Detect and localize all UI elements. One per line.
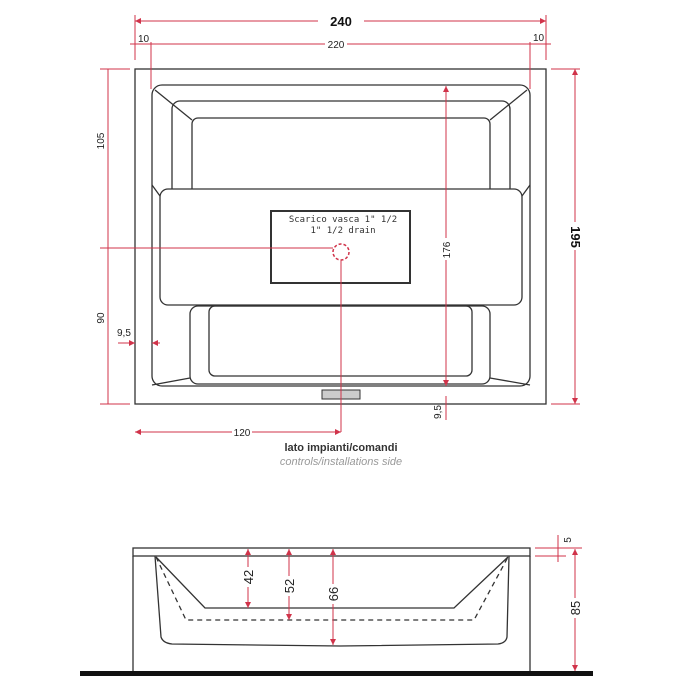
upper-basin xyxy=(171,100,511,197)
lower-basin xyxy=(189,305,491,385)
side-view: 42 52 66 5 85 xyxy=(80,535,593,676)
upper-basin-floor xyxy=(191,117,491,197)
dim-176: 176 xyxy=(442,241,453,258)
side-label-en: controls/installations side xyxy=(280,456,402,468)
drain-label-it: Scarico vasca 1" 1/2 xyxy=(289,215,397,225)
tub-floor-profile xyxy=(155,556,509,609)
drain-label-en: 1" 1/2 drain xyxy=(310,226,375,236)
tub-shell xyxy=(154,555,510,647)
dim-5: 5 xyxy=(563,537,574,543)
dim-90: 90 xyxy=(96,312,107,324)
dim-85: 85 xyxy=(568,601,583,615)
dim-66: 66 xyxy=(326,587,341,601)
dim-9-5-bottom: 9,5 xyxy=(433,405,444,419)
tub-rim-side xyxy=(132,547,531,557)
side-label-it: lato impianti/comandi xyxy=(284,442,397,454)
dim-105: 105 xyxy=(96,132,107,149)
dim-9-5-side: 9,5 xyxy=(117,328,131,339)
dim-120: 120 xyxy=(234,428,251,439)
dim-10-left: 10 xyxy=(138,34,150,45)
dim-10-right: 10 xyxy=(533,33,545,44)
dim-240: 240 xyxy=(330,14,352,29)
top-view: Scarico vasca 1" 1/2 1" 1/2 drain 240 22… xyxy=(96,14,583,468)
dim-52: 52 xyxy=(282,579,297,593)
dim-220: 220 xyxy=(328,40,345,51)
dim-195: 195 xyxy=(568,226,583,248)
floor-line xyxy=(80,671,593,676)
dim-42: 42 xyxy=(241,570,256,584)
